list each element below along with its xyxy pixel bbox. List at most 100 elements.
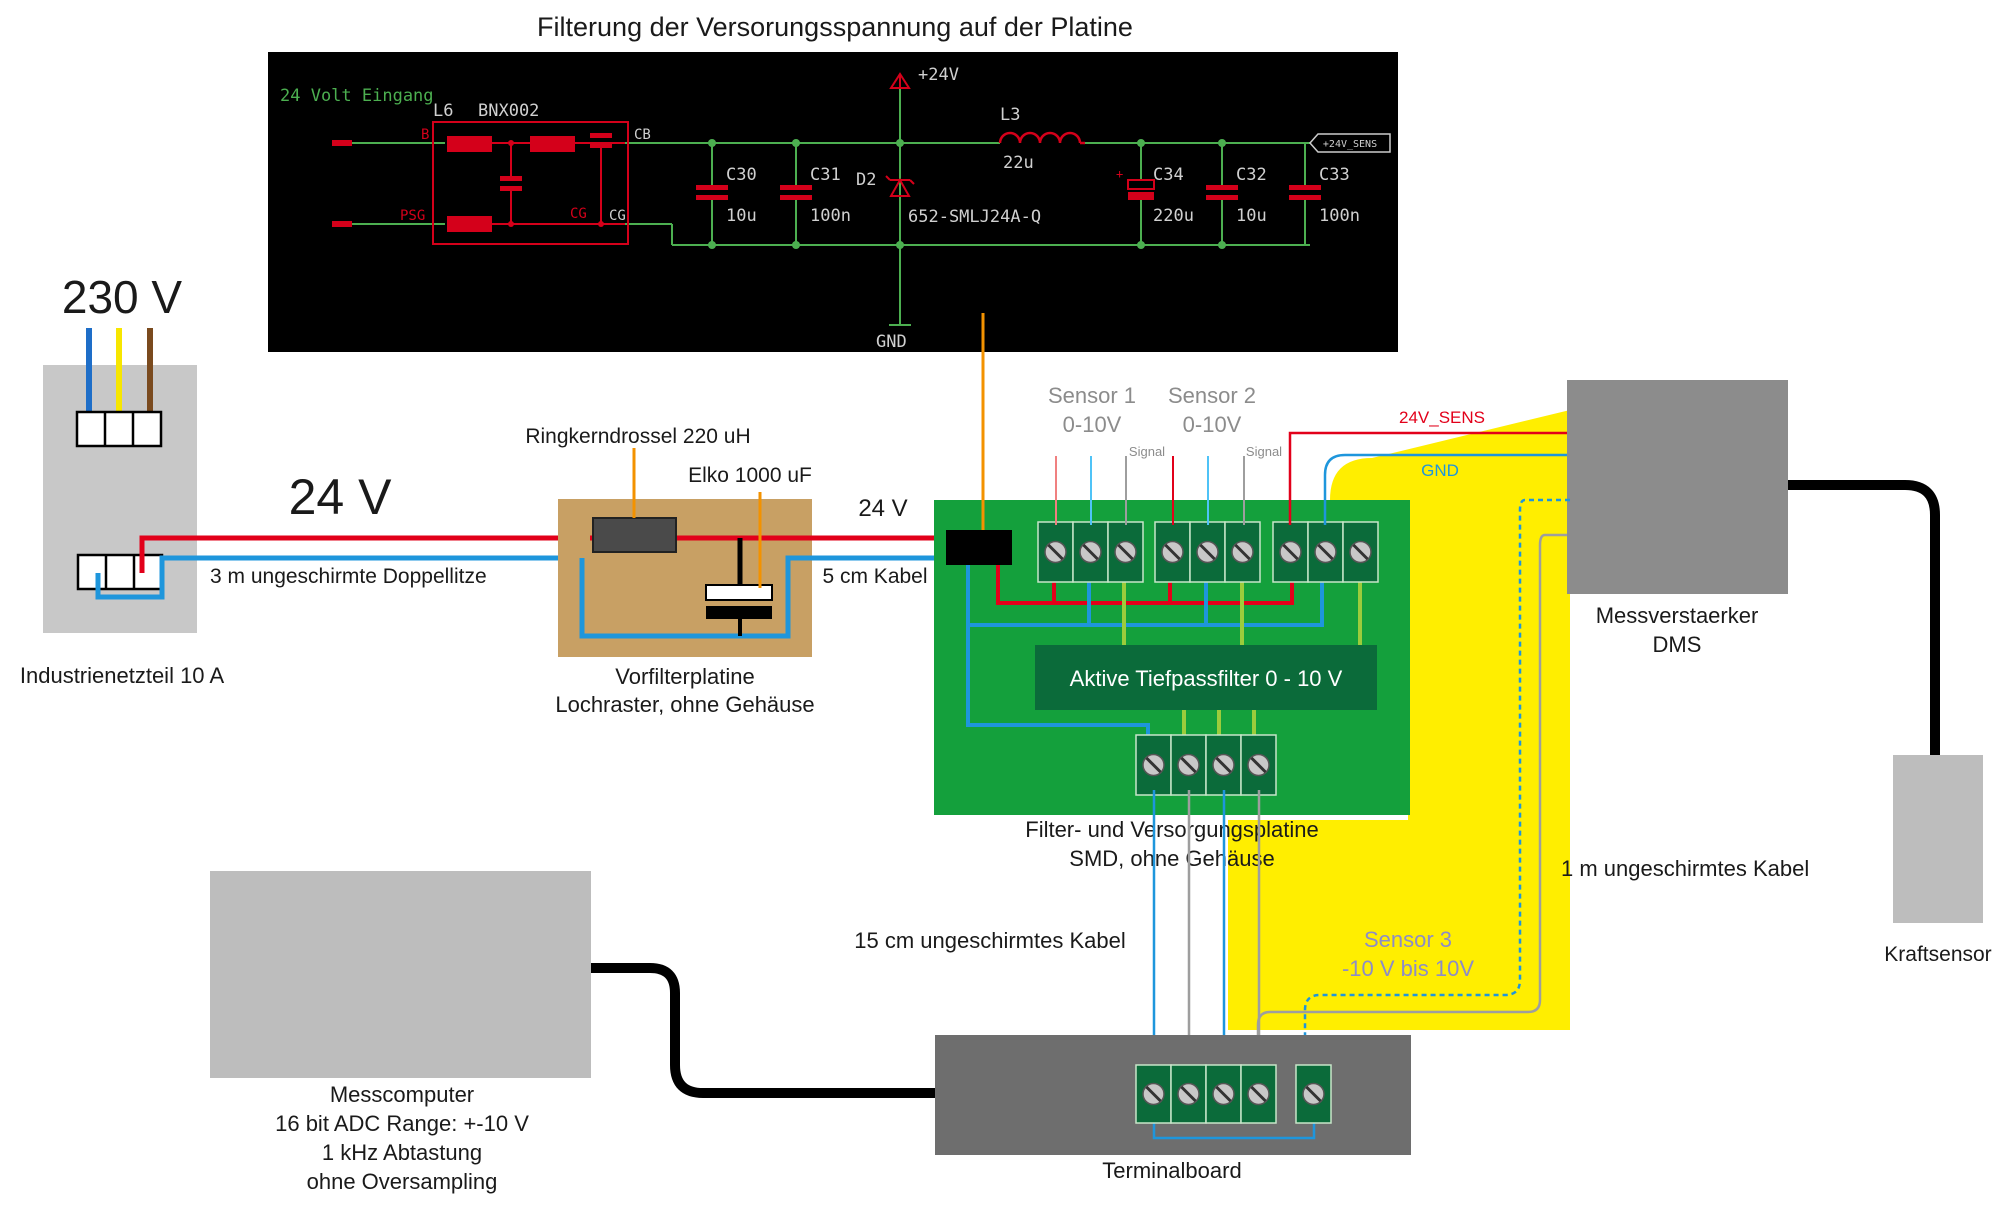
- power-supply: [43, 328, 197, 633]
- d2-ref: D2: [856, 170, 876, 190]
- computer-label-3: 1 kHz Abtastung: [322, 1140, 482, 1165]
- prefilter-label-1: Vorfilterplatine: [615, 664, 754, 689]
- sensor2-screw-terminal-3: [1224, 521, 1261, 583]
- schematic-panel: + 24 Volt Eingang L6 BNX002 B CB PSG: [268, 52, 1398, 352]
- c34-value: 220u: [1153, 206, 1194, 226]
- amplifier-box: [1567, 380, 1788, 594]
- pin-cg-outer: CG: [609, 208, 626, 224]
- gnd-label: GND: [876, 332, 907, 352]
- gnd-wire-label: GND: [1421, 461, 1459, 480]
- l6-ref: L6: [433, 101, 453, 121]
- sensor2-label-2: 0-10V: [1183, 412, 1242, 437]
- sensor1-screw-terminal-1: [1037, 521, 1074, 583]
- c30-ref: C30: [726, 165, 757, 185]
- terminal-screw-4: [1240, 1064, 1277, 1124]
- c30-value: 10u: [726, 206, 757, 226]
- signal2-label: Signal: [1246, 444, 1282, 459]
- force-sensor-box: [1893, 755, 1983, 923]
- power-supply-label: Industrienetzteil 10 A: [20, 663, 225, 688]
- main-board-label-1: Filter- und Versorgungsplatine: [1025, 817, 1319, 842]
- filter-output-screw-terminal-3: [1205, 734, 1242, 796]
- c31-ref: C31: [810, 165, 841, 185]
- terminal-screw-3: [1205, 1064, 1242, 1124]
- main-board-label-2: SMD, ohne Gehäuse: [1069, 846, 1274, 871]
- prefilter-out-cable: 5 cm Kabel: [822, 565, 927, 588]
- d2-part: 652-SMLJ24A-Q: [908, 207, 1041, 227]
- terminal-strip-shield: [1295, 1064, 1332, 1124]
- mains-voltage-label: 230 V: [62, 271, 183, 323]
- filter-output-screw-terminal-1: [1135, 734, 1172, 796]
- sensor1-screw-terminal-3: [1107, 521, 1144, 583]
- vcc-label: +24V: [918, 65, 959, 85]
- l6-part: BNX002: [478, 101, 539, 121]
- vcc-symbol: [889, 72, 911, 89]
- c33-ref: C33: [1319, 165, 1350, 185]
- choke-label: Ringkerndrossel 220 uH: [525, 425, 750, 448]
- sensor3-label-2: -10 V bis 10V: [1342, 956, 1474, 981]
- supply-screw-terminal-3: [1342, 521, 1379, 583]
- amplifier-cable-label: 1 m ungeschirmtes Kabel: [1561, 856, 1809, 881]
- filter-label: Aktive Tiefpassfilter 0 - 10 V: [1070, 666, 1343, 691]
- pin-cg-inner: CG: [570, 206, 587, 222]
- wires-to-terminalboard: [1152, 790, 1261, 1073]
- svg-text:+: +: [1116, 167, 1123, 181]
- sensor1-screw-terminal-2: [1072, 521, 1109, 583]
- sensor2-screw-terminal-2: [1189, 521, 1226, 583]
- schematic-input-pins: [332, 140, 352, 227]
- prefilter-out-voltage: 24 V: [858, 495, 907, 522]
- ring-choke: [592, 517, 677, 553]
- sensor2-label-1: Sensor 2: [1168, 383, 1256, 408]
- sensor2-screw-terminal-1: [1154, 521, 1191, 583]
- board-red-bus: [996, 562, 1294, 605]
- cable-computer: [591, 963, 935, 1098]
- diagram-title: Filterung der Versorungsspannung auf der…: [537, 12, 1133, 42]
- force-sensor-label: Kraftsensor: [1884, 943, 1991, 966]
- prefilter-label-2: Lochraster, ohne Gehäuse: [555, 692, 814, 717]
- computer-label-2: 16 bit ADC Range: +-10 V: [275, 1111, 529, 1136]
- measurement-computer: [210, 871, 591, 1078]
- wire-sensor3-shield: [1303, 498, 1570, 1073]
- sens-wire-label: 24V_SENS: [1399, 408, 1485, 427]
- l3-inductor: [998, 131, 1082, 144]
- sensor-input-wires: [1055, 456, 1245, 525]
- computer-label-4: ohne Oversampling: [307, 1169, 498, 1194]
- supply-voltage-label: 24 V: [289, 469, 393, 525]
- mains-terminal: [75, 410, 163, 448]
- schematic-input-label: 24 Volt Eingang: [280, 86, 434, 106]
- elko-label: Elko 1000 uF: [688, 464, 812, 487]
- computer-label-1: Messcomputer: [330, 1082, 474, 1107]
- c31-value: 100n: [810, 206, 851, 226]
- cable-force-sensor: [1788, 480, 1940, 755]
- l3-ref: L3: [1000, 105, 1020, 125]
- wire-sensor3-signal: [1256, 533, 1567, 1073]
- cable-15cm-label: 15 cm ungeschirmtes Kabel: [854, 928, 1125, 953]
- schematic-background: [268, 52, 1398, 352]
- amplifier-label-1: Messverstaerker: [1596, 603, 1759, 628]
- c34-elko: +: [1116, 167, 1155, 200]
- supply-cable-label: 3 m ungeschirmte Doppellitze: [210, 565, 487, 588]
- active-lowpass-filter: [1035, 645, 1377, 710]
- c32-value: 10u: [1236, 206, 1267, 226]
- power-input-connector: [946, 530, 1012, 565]
- filter-output-screw-terminal-4: [1240, 734, 1277, 796]
- c32-ref: C32: [1236, 165, 1267, 185]
- sensor3-yellow-region: [1228, 410, 1570, 1030]
- supply-screw-terminal-2: [1307, 521, 1344, 583]
- filter-output-screw-terminal-2: [1170, 734, 1207, 796]
- signal1-label: Signal: [1129, 444, 1165, 459]
- sensor-terminal-strip: [1037, 521, 1379, 583]
- sensor1-label-1: Sensor 1: [1048, 383, 1136, 408]
- d2-tvs-diode: [885, 175, 915, 197]
- sensor1-label-2: 0-10V: [1063, 412, 1122, 437]
- schematic-capacitors: [696, 185, 1321, 200]
- elko-capacitor: [705, 584, 773, 636]
- prefilter-board: [558, 499, 940, 657]
- schematic-wires: [350, 85, 1310, 325]
- supply-screw-terminal-1: [1272, 521, 1309, 583]
- shield-screw-1: [1295, 1064, 1332, 1124]
- terminal-screw-2: [1170, 1064, 1207, 1124]
- l6-filter-component: [432, 121, 629, 245]
- filter-output-terminal-strip: [1135, 734, 1277, 796]
- l3-value: 22u: [1003, 153, 1034, 173]
- pin-cb: CB: [634, 127, 651, 143]
